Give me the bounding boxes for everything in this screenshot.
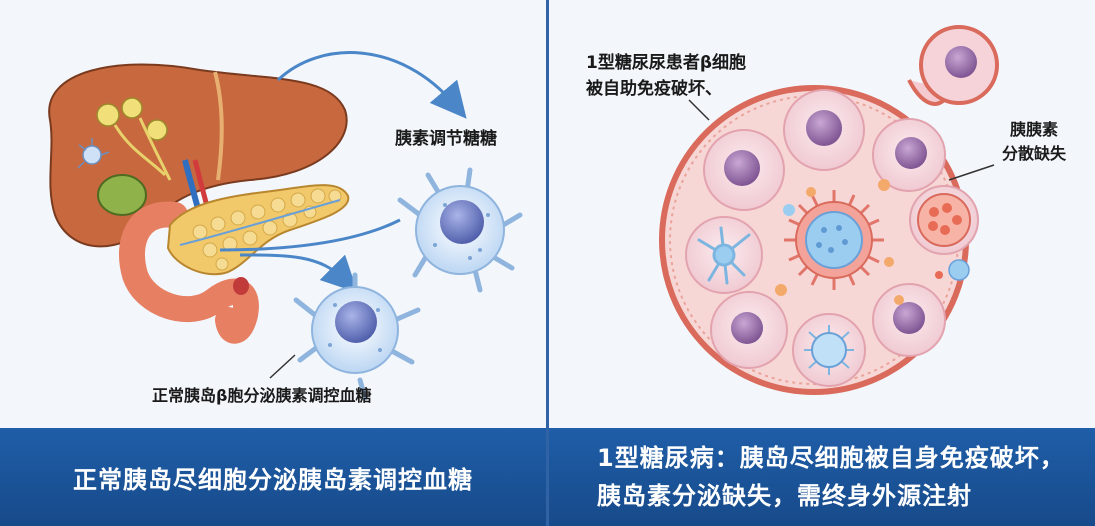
type1-damage-label-line2: 被自助免疫破坏、 (586, 79, 722, 99)
gallbladder (97, 174, 147, 216)
damaged-cell-right (917, 193, 971, 247)
scattered-granules (775, 179, 970, 305)
duodenum (119, 201, 259, 344)
right-caption-line2: 胰岛素分泌缺失，需终身外源注射 (597, 482, 972, 510)
right-panel: 1型糖尿尿患者β细胞 被自助免疫破坏、 胰胰素 分散缺失 1型糖尿病：胰岛尽细胞… (549, 0, 1095, 526)
normal-beta-cell-label: 正常胰岛β胞分泌胰素调控血糖 (152, 386, 372, 405)
insulin-loss-label: 胰胰素 分散缺失 (1002, 118, 1066, 166)
left-caption-banner: 正常胰岛尽细胞分泌胰岛素调控血糖 (0, 428, 546, 526)
beta-cell-bottom (293, 272, 421, 401)
arrow-to-label (276, 51, 467, 119)
arrow-to-cell-right (219, 218, 401, 252)
immune-cell-left (697, 226, 751, 285)
immune-cell-center (784, 190, 884, 290)
liver-pancreas-illustration (48, 51, 523, 401)
insulin-loss-label-line1: 胰胰素 (1010, 120, 1059, 139)
panel-divider (546, 0, 549, 526)
insulin-regulation-label: 胰素调节糖糖 (395, 129, 497, 149)
liver-cell-icon (77, 138, 110, 169)
left-panel: 胰素调节糖糖 正常胰岛β胞分泌胰素调控血糖 正常胰岛尽细胞分泌胰岛素调控血糖 (0, 0, 546, 526)
arrow-to-cell-bottom (239, 253, 358, 293)
type1-damage-label-line1: 1型糖尿尿患者β细胞 (586, 53, 746, 73)
type1-damage-label: 1型糖尿尿患者β细胞 被自助免疫破坏、 (586, 50, 746, 102)
budding-cell (907, 25, 999, 106)
insulin-loss-label-line2: 分散缺失 (1002, 144, 1067, 163)
right-caption-banner: 1型糖尿病：胰岛尽细胞被自身免疫破坏， 胰岛素分泌缺失，需终身外源注射 (549, 428, 1095, 526)
immune-cell-bottom (804, 325, 854, 375)
beta-cell-right (397, 167, 523, 293)
left-caption: 正常胰岛尽细胞分泌胰岛素调控血糖 (73, 465, 473, 494)
right-caption-line1: 1型糖尿病：胰岛尽细胞被自身免疫破坏， (597, 444, 1065, 472)
damaged-islet-illustration (659, 25, 999, 395)
